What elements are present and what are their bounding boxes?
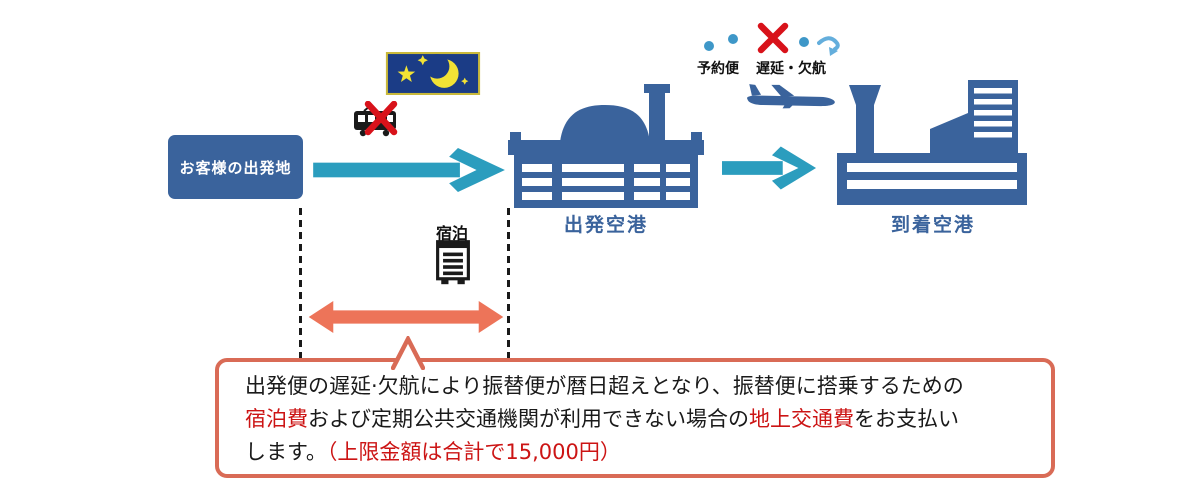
airplane-icon [747,84,835,109]
no-train-icon [354,101,398,137]
flight-path-dot [704,41,714,51]
dashed-boundary-left [299,208,302,358]
arrival-airport-icon [837,80,1027,205]
departure-airport-icon [508,84,704,208]
delay-cancel-label: 遅延・欠航 [756,61,826,77]
callout-line-2: 宿泊費および定期公共交通機関が利用できない場合の地上交通費をお支払い [245,407,959,431]
max-amount-text: （上限金額は合計で15,000円） [326,440,621,464]
night-moon-icon [385,52,481,95]
flow-arrow-2-icon [722,146,817,190]
flight-path-dot [728,34,738,44]
dashed-boundary-right [507,208,510,358]
lodging-fee-text: 宿泊費 [245,407,308,431]
curve-arrow-icon [817,36,840,56]
ground-transport-fee-text: 地上交通費 [749,407,854,431]
lodging-label: 宿泊 [435,224,468,243]
callout-line-3: します。（上限金額は合計で15,000円） [245,440,621,464]
origin-box: お客様の出発地 [168,135,303,199]
cancel-x-icon [757,22,789,54]
callout-line-1: 出発便の遅延·欠航により振替便が暦日超えとなり、振替便に搭乗するための [245,374,964,398]
hotel-icon [436,240,470,285]
coverage-span-arrow-icon [308,300,504,334]
callout-pointer [391,336,425,370]
departure-airport-label: 出発空港 [563,214,648,236]
flow-arrow-1-icon [313,147,505,192]
callout-box: 出発便の遅延·欠航により振替便が暦日超えとなり、振替便に搭乗するための 宿泊費お… [215,336,1055,478]
origin-label: お客様の出発地 [179,158,292,177]
flight-path-dot [799,37,809,47]
arrival-airport-label: 到着空港 [890,214,975,236]
reserved-flight-label: 予約便 [697,61,739,77]
